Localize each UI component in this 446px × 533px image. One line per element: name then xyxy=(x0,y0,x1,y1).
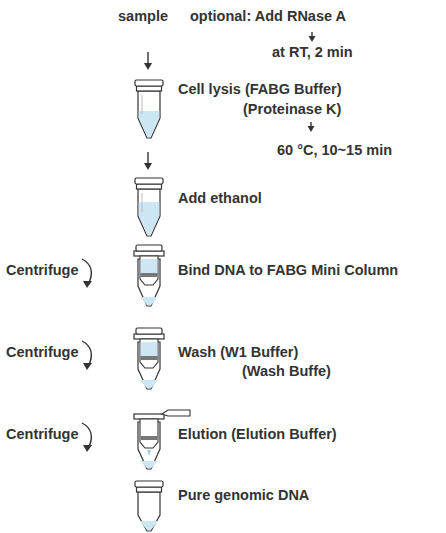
reagent-note: (Wash Buffe) xyxy=(242,362,331,380)
optional-step: optional: Add RNase A xyxy=(190,7,346,25)
centrifuge-arrow xyxy=(82,259,92,288)
centrifuge-label: Centrifuge xyxy=(6,343,79,361)
condition-note: 60 °C, 10~15 min xyxy=(277,141,392,159)
final-tube xyxy=(135,481,163,531)
down-arrow xyxy=(309,32,316,42)
ethanol-tube xyxy=(135,178,163,236)
lysis-tube xyxy=(135,80,163,138)
condition-note: at RT, 2 min xyxy=(272,43,353,61)
step-label: Cell lysis (FABG Buffer) xyxy=(178,80,342,98)
centrifuge-label: Centrifuge xyxy=(6,425,79,443)
down-arrow xyxy=(144,52,152,70)
column-tube xyxy=(134,245,164,306)
step-label: Wash (W1 Buffer) xyxy=(178,343,298,361)
reagent-note: (Proteinase K) xyxy=(243,100,341,118)
step-label: Bind DNA to FABG Mini Column xyxy=(178,261,398,279)
step-label: Elution (Elution Buffer) xyxy=(178,425,337,443)
sample-label: sample xyxy=(118,7,168,25)
centrifuge-arrow xyxy=(82,341,92,370)
down-arrow xyxy=(144,152,152,170)
step-label: Add ethanol xyxy=(178,189,262,207)
result-label: Pure genomic DNA xyxy=(178,486,309,504)
down-arrow xyxy=(308,122,315,132)
centrifuge-label: Centrifuge xyxy=(6,261,79,279)
wash-column-tube xyxy=(134,328,164,389)
centrifuge-arrow xyxy=(82,423,92,452)
